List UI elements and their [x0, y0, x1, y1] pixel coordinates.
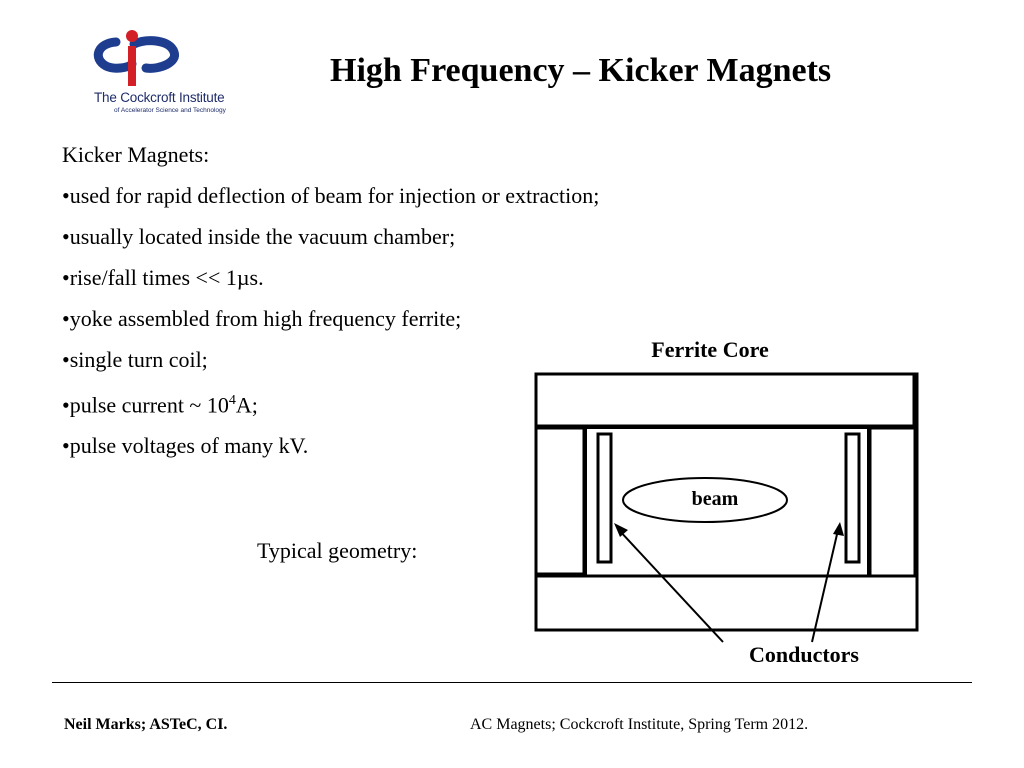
slide-title: High Frequency – Kicker Magnets	[330, 52, 832, 89]
kicker-magnet-diagram: Ferrite Core beam Conductors	[534, 337, 919, 667]
bullet-item: •single turn coil;	[62, 347, 208, 372]
ferrite-core-left-leg	[534, 426, 586, 576]
ferrite-core-right-leg	[868, 426, 917, 578]
aperture	[585, 427, 869, 577]
left-conductor	[596, 432, 613, 564]
footer-author: Neil Marks; ASTeC, CI.	[64, 716, 228, 733]
bullet-item-pulse-current: •pulse current ~ 104A;	[62, 380, 599, 425]
logo-name: The Cockcroft Institute	[94, 90, 225, 105]
footer-course: AC Magnets; Cockcroft Institute, Spring …	[470, 716, 809, 733]
conductor-arrowhead-left	[614, 523, 628, 537]
list-heading: Kicker Magnets:	[62, 142, 210, 167]
bullet-item: •pulse voltages of many kV.	[62, 433, 309, 459]
right-conductor	[844, 432, 861, 564]
pulse-current-exponent: 4	[228, 393, 236, 408]
conductor-arrow-left	[617, 528, 724, 643]
footer-divider	[52, 682, 972, 683]
bullet-item: •used for rapid deflection of beam for i…	[62, 183, 600, 208]
bullet-item: •yoke assembled from high frequency ferr…	[62, 306, 462, 331]
pulse-current-suffix: A;	[235, 392, 258, 418]
beam-ellipse	[622, 477, 788, 523]
ferrite-core-bottom	[534, 574, 919, 632]
conductors-label: Conductors	[749, 642, 859, 667]
ferrite-core-top	[534, 372, 916, 428]
logo-subtitle: of Accelerator Science and Technology	[114, 107, 226, 114]
conductor-arrowhead-right	[833, 522, 844, 536]
conductor-arrow-right	[811, 529, 839, 643]
cockcroft-logo: The Cockcroft Institute of Accelerator S…	[88, 28, 248, 120]
bullet-list: Kicker Magnets: •used for rapid deflecti…	[62, 134, 599, 466]
bullet-item: •usually located inside the vacuum chamb…	[62, 224, 456, 249]
pulse-current-prefix: •pulse current ~ 10	[62, 392, 229, 418]
ferrite-core-label: Ferrite Core	[651, 337, 769, 362]
bullet-item: •rise/fall times << 1µs.	[62, 265, 264, 290]
typical-geometry-label: Typical geometry:	[257, 538, 418, 563]
cockcroft-emblem-icon	[93, 30, 179, 86]
beam-label: beam	[692, 488, 739, 510]
